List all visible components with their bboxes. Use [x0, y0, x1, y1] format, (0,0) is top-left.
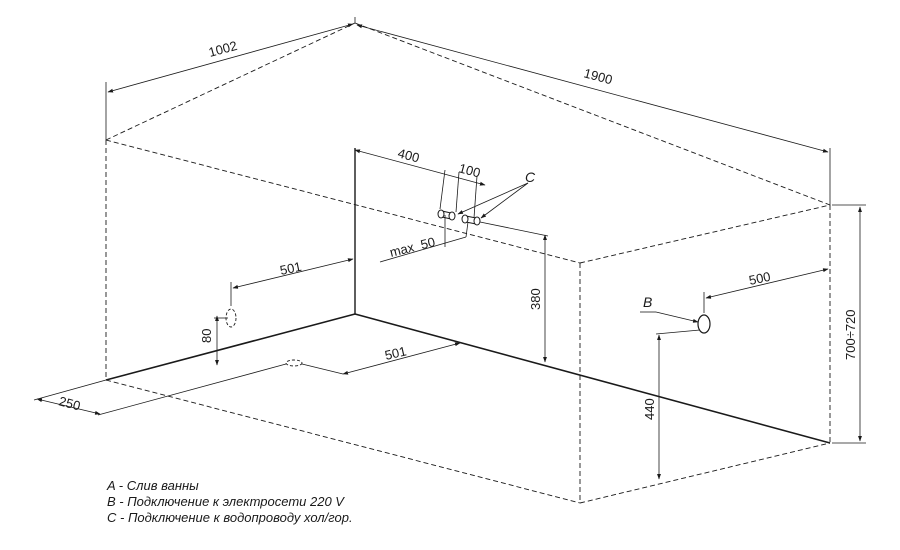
dimension-440-label: 440: [642, 398, 657, 420]
dimension-440: [655, 329, 701, 480]
dimension-1002-label: 1002: [207, 38, 239, 60]
dimension-400-100: [354, 149, 486, 219]
dimension-501-top: [230, 258, 354, 306]
dimension-700-720: [832, 204, 866, 444]
dimension-400-label: 400: [396, 145, 421, 165]
connection-c-pipes: [437, 209, 481, 226]
dimension-501-top-label: 501: [279, 259, 303, 278]
dimension-1900: [356, 24, 831, 205]
dimension-500-label: 500: [748, 269, 772, 288]
legend-item-c: C - Подключение к водопроводу хол/гор.: [107, 510, 353, 525]
dimension-80-label: 80: [199, 329, 214, 343]
dimension-500: [703, 268, 829, 313]
callout-b-label: B: [643, 294, 652, 310]
dimension-100-label: 100: [457, 160, 482, 180]
connection-c-leaders: [457, 182, 529, 219]
dimension-1900-label: 1900: [582, 65, 614, 87]
connection-b-outlet: [697, 314, 711, 334]
dimension-max-50-label: max 50: [388, 234, 437, 260]
dimension-501-floor: [301, 342, 461, 375]
dimension-250: [33, 363, 287, 416]
dimension-700-720-label: 700÷720: [843, 309, 858, 360]
box-solid-edges: [105, 148, 831, 444]
callout-c-label: C: [525, 169, 536, 185]
box-dashed-edges: [105, 22, 831, 504]
connection-b-leader: [640, 311, 699, 323]
dimension-1002: [105, 17, 356, 140]
legend-item-b: B - Подключение к электросети 220 V: [107, 494, 344, 509]
drain-a-floor-outlet: [285, 359, 303, 367]
legend: A - Слив ванны B - Подключение к электро…: [107, 478, 353, 526]
dimension-380: [479, 221, 549, 363]
dimension-80: [214, 315, 228, 366]
legend-item-a: A - Слив ванны: [107, 478, 199, 493]
dimension-250-label: 250: [57, 393, 82, 413]
dimension-501-floor-label: 501: [383, 343, 408, 362]
dimension-max-50: [379, 215, 469, 263]
dimension-380-label: 380: [528, 288, 543, 310]
